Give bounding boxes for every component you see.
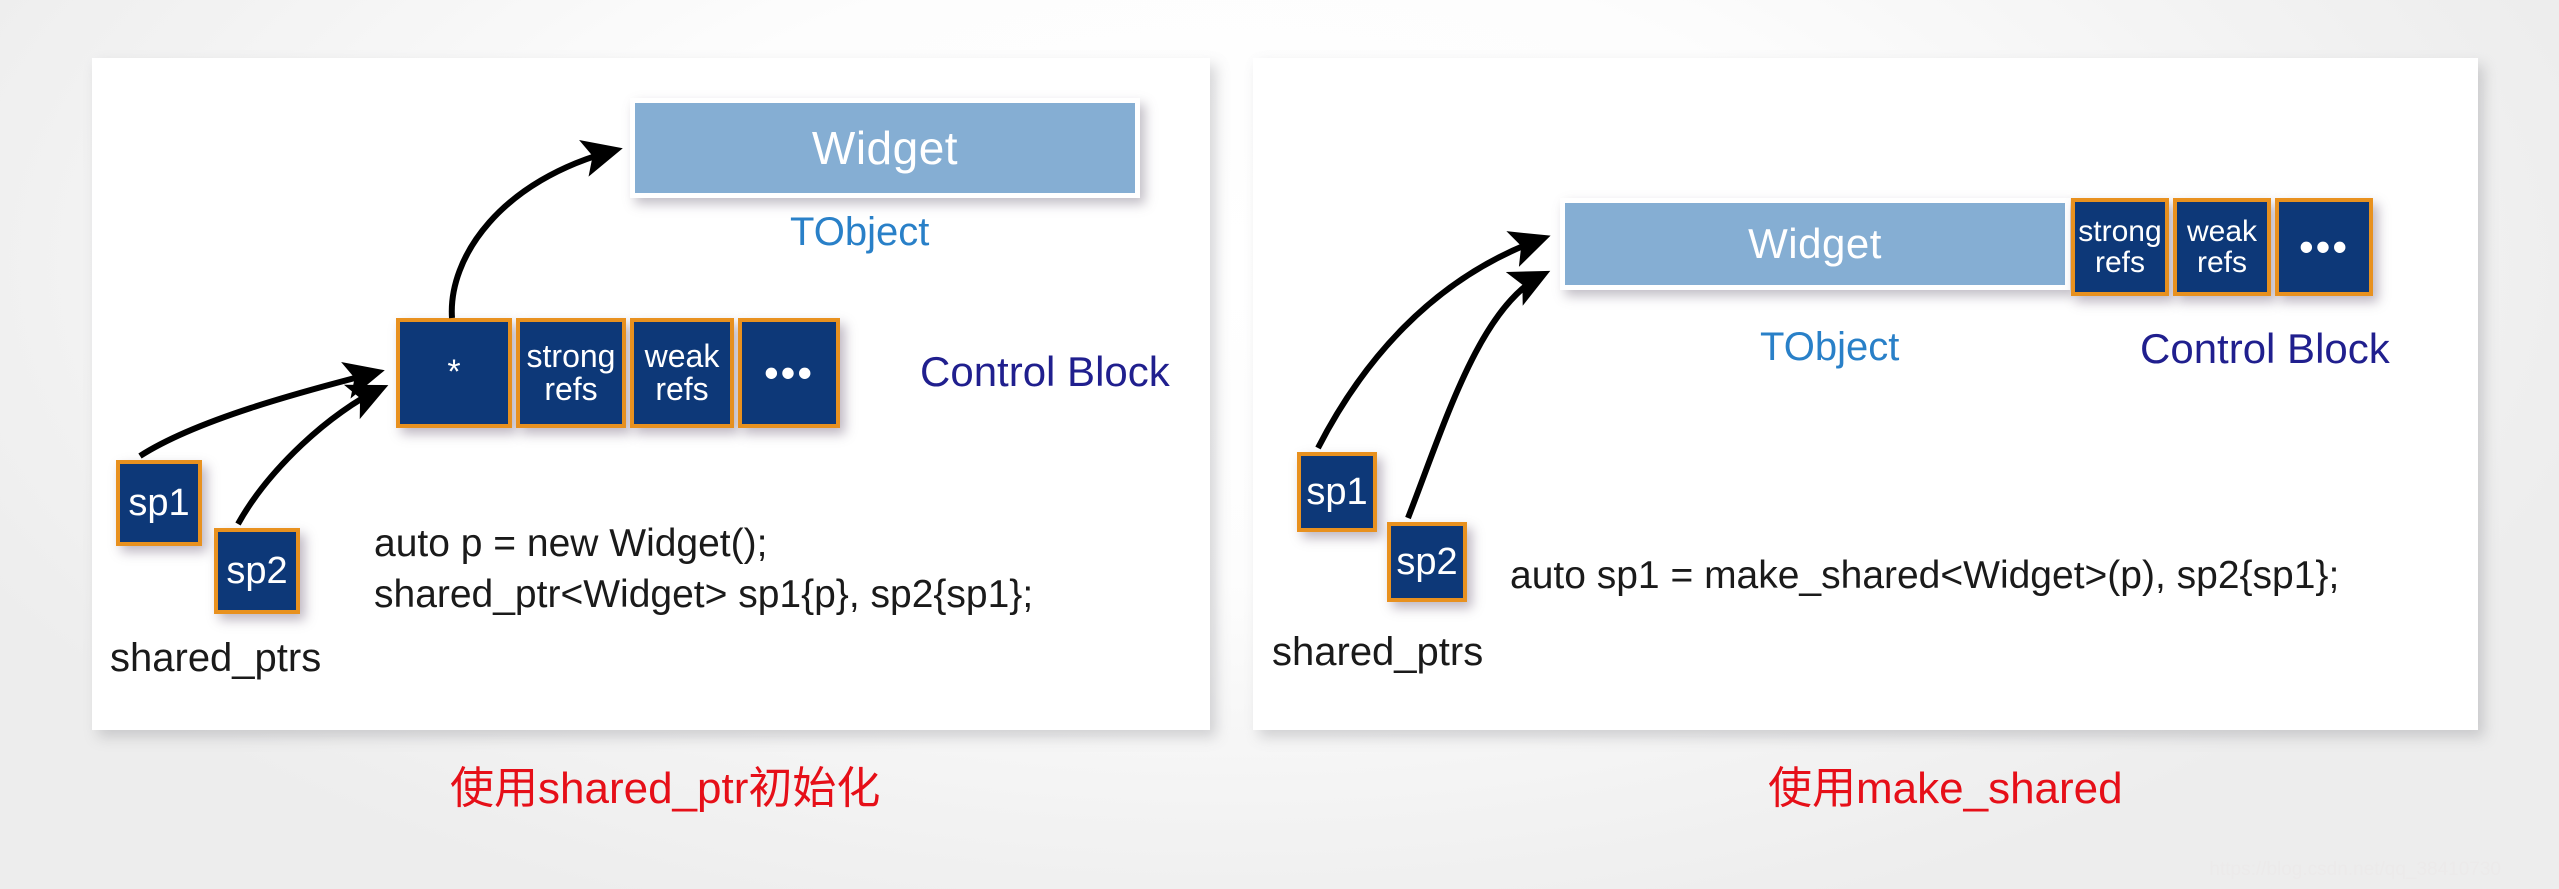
code-snippet-left: auto p = new Widget(); shared_ptr<Widget… <box>374 522 1034 617</box>
control-block-label-right: Control Block <box>2140 325 2390 372</box>
shared-ptr-box-sp2-right: sp2 <box>1387 522 1467 602</box>
widget-object-box-right: Widget <box>1560 198 2070 290</box>
widget-object-box-left: Widget <box>630 98 1140 198</box>
panel-caption-right: 使用make_shared <box>1768 764 2123 813</box>
shared-ptrs-group-label-left: shared_ptrs <box>110 636 322 680</box>
shared-ptrs-group-label-right: shared_ptrs <box>1272 630 1484 674</box>
shared-ptr-box-sp1-left: sp1 <box>116 460 202 546</box>
panel-caption-left: 使用shared_ptr初始化 <box>450 764 881 813</box>
control-block-cell-ellipsis-left: ••• <box>738 318 840 428</box>
shared-ptr-box-sp2-left: sp2 <box>214 528 300 614</box>
control-block-label-left: Control Block <box>920 348 1170 395</box>
code-snippet-right: auto sp1 = make_shared<Widget>(p), sp2{s… <box>1510 554 2340 597</box>
tobject-label-right: TObject <box>1760 325 1900 369</box>
control-block-cell-ellipsis-right: ••• <box>2275 198 2373 296</box>
watermark-url: https://blog.csdn.net/qq_38410730 <box>2209 859 2501 880</box>
tobject-label-left: TObject <box>790 210 930 254</box>
shared-ptr-box-sp1-right: sp1 <box>1297 452 1377 532</box>
control-block-cell-pointer-left: * <box>396 318 512 428</box>
